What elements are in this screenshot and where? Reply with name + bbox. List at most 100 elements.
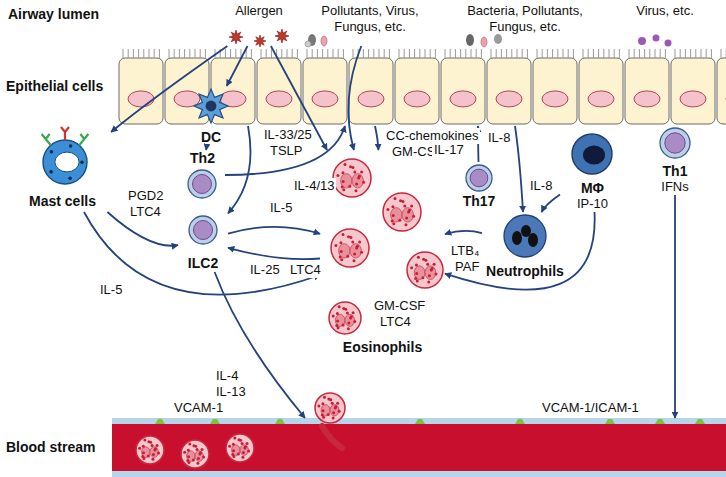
cilium [220, 49, 221, 58]
granule [358, 240, 361, 243]
cilium [460, 49, 461, 58]
granule [336, 312, 339, 315]
illustration-group [660, 128, 690, 158]
arrow-connector [515, 126, 523, 212]
cell-nucleus [350, 244, 361, 258]
cilium [542, 49, 543, 58]
cell-nucleus [352, 174, 363, 188]
cell-name: Epithelial cells [6, 78, 103, 95]
granule [415, 272, 418, 275]
cell-name: Th2 [190, 150, 215, 167]
vcam-marker [695, 419, 705, 424]
granule [346, 311, 349, 314]
lymphocyte-cell [466, 165, 492, 191]
mast-node: Mast cells [10, 132, 115, 212]
epithelial-cell [487, 58, 531, 124]
granule [339, 241, 342, 244]
cilium [333, 49, 334, 58]
cell-nucleus [583, 145, 605, 164]
granule [398, 219, 401, 222]
cilium [435, 49, 436, 58]
th-node: Th1IFNs [630, 125, 720, 195]
granule [237, 453, 240, 456]
mediator-label: IL-17 [432, 142, 466, 158]
granule [197, 457, 200, 460]
cell-name: Th17 [463, 193, 496, 210]
mediator-label: IL-33/25 [262, 127, 314, 143]
neutrophil-cell [504, 215, 546, 257]
granule [351, 240, 354, 243]
cell-nucleus [192, 174, 211, 193]
granule [147, 440, 150, 443]
illustration-group [194, 89, 228, 123]
cilium [675, 49, 676, 58]
cilium [685, 49, 686, 58]
arrow-connector [205, 146, 207, 150]
pollutant-particle [321, 36, 327, 46]
mediator-label: VCAM-1/ICAM-1 [540, 400, 641, 416]
cilium [128, 49, 129, 58]
cell-name: Blood stream [6, 439, 95, 456]
illustration-group [466, 34, 502, 47]
cilium [695, 49, 696, 58]
granule [410, 266, 413, 269]
granule [143, 439, 146, 442]
granule [414, 277, 417, 280]
granule [322, 416, 325, 419]
ige-receptor [61, 127, 69, 140]
cell-nucleus [187, 451, 195, 462]
cilium [251, 49, 252, 58]
cilium [711, 49, 712, 58]
granule [327, 413, 330, 416]
granule [356, 245, 359, 248]
cilium [123, 49, 124, 58]
cell-nucleus [339, 244, 350, 258]
cell-nucleus [450, 91, 476, 107]
granule [431, 267, 434, 270]
granule [317, 405, 320, 408]
arrow-connector [225, 126, 345, 175]
granule [340, 258, 343, 261]
cilium [179, 49, 180, 58]
granule [69, 177, 72, 180]
eosinophil-cell [136, 436, 164, 464]
mediator-label: IL-5 [268, 200, 294, 216]
cell-nucleus [55, 152, 79, 172]
granule [188, 443, 191, 446]
eosinophil-cell [315, 393, 345, 423]
granule [350, 315, 353, 318]
cilium [281, 49, 282, 58]
cilium [343, 49, 344, 58]
cell-nucleus [150, 447, 158, 458]
granule [347, 322, 350, 325]
cell-nucleus [404, 91, 430, 107]
blood-vessel [112, 424, 726, 471]
granule [50, 150, 53, 153]
cilium [476, 49, 477, 58]
mediator-label: IL-4/13 [292, 178, 336, 194]
granule [332, 411, 335, 414]
granule [334, 405, 337, 408]
mediator-label: LTC4 [128, 204, 163, 220]
cilium [430, 49, 431, 58]
granule [412, 215, 415, 218]
granule [393, 197, 396, 200]
illustration-group [504, 215, 546, 257]
granule [362, 181, 365, 184]
cilium [598, 49, 599, 58]
cilium [501, 49, 502, 58]
epithelial-cell [625, 58, 669, 124]
granule [323, 396, 326, 399]
cilium [634, 49, 635, 58]
granule [434, 273, 437, 276]
cilium [246, 49, 247, 58]
cell-nucleus [665, 133, 685, 153]
cilium [721, 49, 722, 58]
cilium [404, 49, 405, 58]
cilium [368, 49, 369, 58]
cilium [450, 49, 451, 58]
cell-nucleus [195, 451, 203, 462]
cilium [511, 49, 512, 58]
granule [391, 205, 394, 208]
cilium [568, 49, 569, 58]
